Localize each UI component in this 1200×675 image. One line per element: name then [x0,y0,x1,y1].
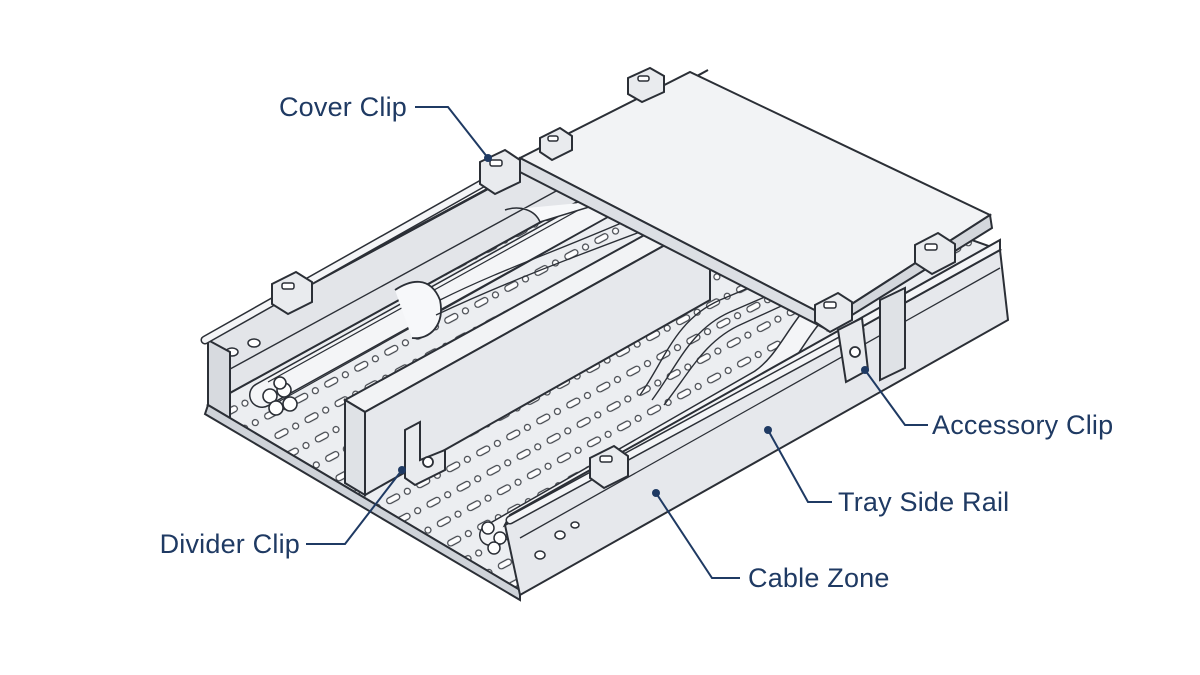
tray-divider [342,208,713,497]
label-cable-zone: Cable Zone [748,563,890,593]
clip-shape [589,444,629,490]
divider-clip [404,420,446,487]
clip-shape [914,231,956,276]
clip-shape [271,270,313,316]
label-divider-clip: Divider Clip [159,529,300,559]
label-cover-clip: Cover Clip [278,92,407,122]
clip-shape [539,126,573,162]
clip-shape [814,291,853,334]
label-tray-side-rail: Tray Side Rail [838,487,1010,517]
leader-cover-clip [415,106,492,162]
label-accessory-clip: Accessory Clip [932,410,1114,440]
leader-cable-zone [652,489,740,579]
leader-tray-side-rail [764,426,832,503]
leader-accessory-clip [861,366,928,426]
leader-lines [306,106,928,579]
leader-divider-clip [306,466,406,545]
clip-shape [627,66,665,104]
tray-end-profile [203,338,521,602]
top-rods [200,160,865,525]
